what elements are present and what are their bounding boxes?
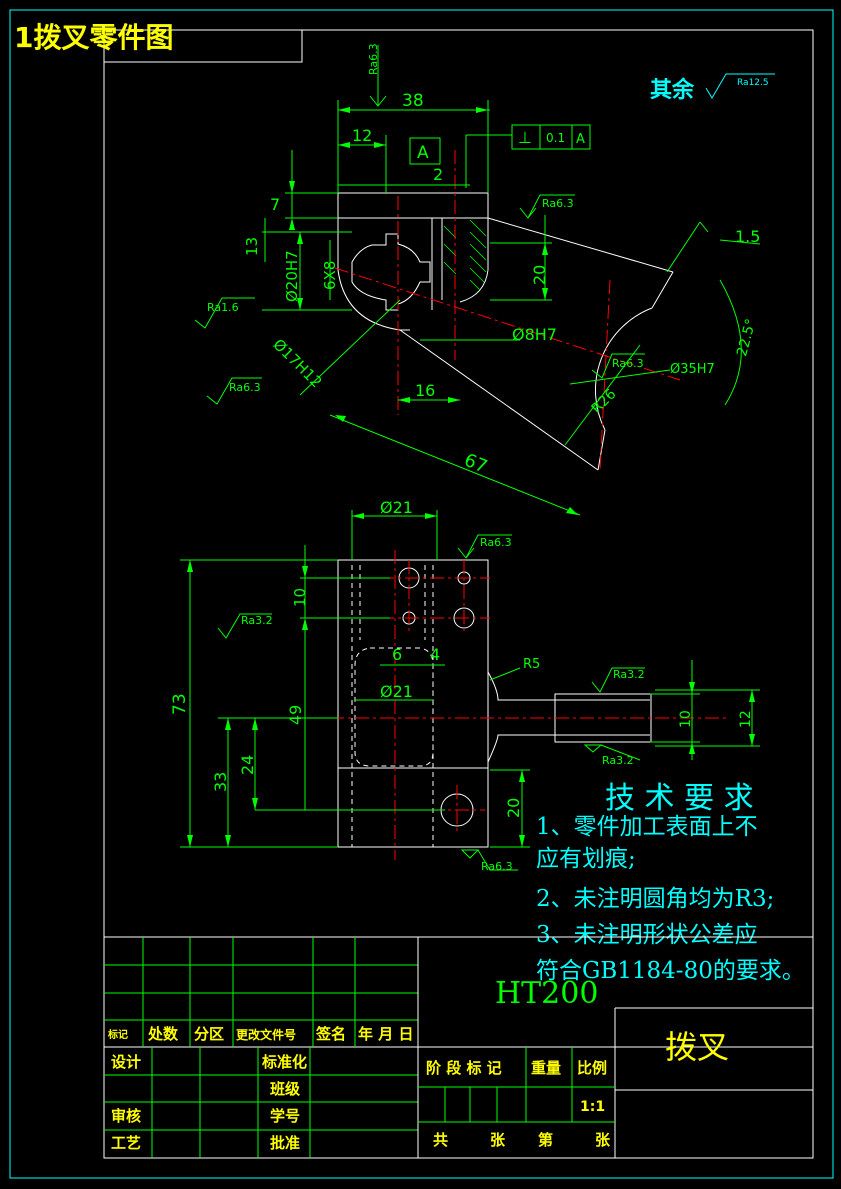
top-view-dimension-lines	[262, 100, 761, 516]
dim-20-front: 20	[504, 798, 523, 818]
label-class: 班级	[270, 1080, 301, 1098]
dim-21-bore: Ø21	[380, 682, 413, 701]
ra63-fork: Ra6.3	[612, 357, 644, 370]
label-review: 审核	[111, 1107, 141, 1125]
dim-20: 20	[530, 265, 549, 285]
front-arm	[487, 671, 650, 763]
material: HT200	[495, 976, 598, 1011]
front-roughness-symbols	[217, 534, 645, 871]
dim-6: 6	[392, 645, 402, 664]
front-roughness-texts: Ra6.3 Ra3.2 Ra3.2 Ra3.2 Ra6.3	[241, 536, 645, 873]
dim-10-holes: 10	[291, 588, 309, 607]
tolerance-datum: A	[576, 132, 585, 147]
label-standard: 标准化	[261, 1053, 307, 1071]
front-centerlines	[330, 550, 730, 860]
keyway-hole	[351, 233, 431, 311]
label-sheet-2: 张	[595, 1131, 611, 1149]
title-block-grid	[103, 936, 814, 1159]
ra32-shaft-bottom: Ra3.2	[602, 754, 634, 767]
dim-2: 2	[433, 165, 443, 184]
dim-73: 73	[170, 693, 190, 715]
datum-label: A	[417, 143, 429, 163]
label-date: 年 月 日	[358, 1025, 413, 1043]
outer-frame	[9, 9, 834, 1179]
tech-line-4: 3、未注明形状公差应	[536, 922, 758, 948]
ra32-front-left: Ra3.2	[241, 614, 273, 627]
label-process: 工艺	[111, 1134, 141, 1152]
ra63-front-bottom: Ra6.3	[481, 860, 513, 873]
dim-6x8: 6X8	[321, 261, 339, 290]
label-change-doc: 更改文件号	[236, 1027, 296, 1042]
tech-line-5: 符合GB1184-80的要求。	[536, 958, 805, 984]
label-mark: 标记	[107, 1028, 128, 1041]
tolerance-value: 0.1	[546, 131, 565, 145]
dim-35h7: Ø35H7	[670, 362, 715, 377]
dim-10-shaft: 10	[678, 710, 694, 728]
ra32-shaft-top: Ra3.2	[613, 668, 645, 681]
tech-line-2: 应有划痕;	[536, 846, 636, 872]
dim-49: 49	[286, 705, 305, 725]
label-student-no: 学号	[270, 1107, 300, 1125]
dim-33: 33	[211, 772, 230, 792]
dim-4: 4	[430, 645, 440, 664]
tech-title: 技 术 要 求	[605, 781, 754, 816]
label-weight: 重量	[531, 1059, 561, 1077]
tolerance-frame	[511, 124, 591, 150]
dim-12: 12	[352, 126, 372, 145]
label-scale: 比例	[577, 1059, 607, 1077]
drawing-title: 1拨叉零件图	[14, 21, 173, 54]
label-total: 共	[433, 1131, 448, 1149]
title-block-labels: 标记 处数 分区 更改文件号 签名 年 月 日 设计 标准化 班级 审核 学号 …	[107, 1025, 611, 1152]
datum-box	[409, 137, 441, 165]
arm-lower-edge	[399, 329, 599, 471]
dim-1-5: 1.5	[735, 227, 760, 246]
tech-line-1: 1、零件加工表面上不	[536, 814, 758, 840]
arm-upper-edge	[487, 217, 674, 273]
dim-16: 16	[415, 381, 435, 400]
ra63-top-face: Ra6.3	[542, 197, 574, 210]
top-view	[337, 192, 674, 471]
dim-24: 24	[238, 755, 257, 775]
part-name: 拨叉	[665, 1028, 729, 1066]
top-roughness-symbols	[194, 45, 645, 405]
front-view-labels: Ø21 10 6 4 Ø21 73 49 33 24 20 R5 10 12	[170, 498, 754, 818]
label-sheet-1: 张	[490, 1131, 506, 1149]
ra63-hole: Ra6.3	[229, 381, 261, 394]
front-arrows	[187, 513, 755, 847]
scale-value: 1:1	[580, 1099, 605, 1115]
ra63-top-boss: Ra6.3	[367, 43, 380, 75]
rest-roughness-symbol	[705, 73, 775, 99]
label-sign: 签名	[315, 1025, 346, 1043]
label-approve: 批准	[270, 1134, 300, 1152]
dim-r5: R5	[523, 657, 540, 672]
top-view-hatch	[443, 219, 487, 291]
dim-7: 7	[270, 195, 280, 214]
tolerance-symbol: ⊥	[518, 128, 532, 147]
label-zone: 分区	[194, 1025, 224, 1043]
dim-38: 38	[402, 91, 424, 111]
top-view-bore-outline	[337, 218, 489, 331]
label-count: 处数	[147, 1025, 179, 1043]
ra63-front-top: Ra6.3	[480, 536, 512, 549]
top-roughness-texts: Ra6.3 Ra6.3 Ra1.6 Ra6.3 Ra6.3	[207, 43, 644, 394]
label-design: 设计	[111, 1053, 141, 1071]
dim-13: 13	[243, 237, 261, 256]
dim-8h7: Ø8H7	[512, 325, 557, 344]
top-view-boss	[337, 192, 489, 219]
label-stage: 阶 段 标 记	[426, 1059, 502, 1077]
ra16-bore: Ra1.6	[207, 301, 239, 314]
rest-roughness-value: Ra12.5	[737, 78, 769, 88]
rest-label: 其余	[650, 77, 695, 103]
dim-20h7: Ø20H7	[283, 250, 301, 302]
front-body	[337, 559, 489, 848]
tech-requirements: 技 术 要 求 1、零件加工表面上不 应有划痕; 2、未注明圆角均为R3; 3、…	[536, 781, 805, 984]
title-box	[104, 30, 303, 63]
fork-arc	[595, 307, 653, 431]
tech-line-3: 2、未注明圆角均为R3;	[536, 886, 774, 912]
dim-12-shaft: 12	[738, 710, 754, 728]
top-view-arrows	[289, 107, 578, 515]
label-number: 第	[538, 1131, 553, 1149]
dim-21-top: Ø21	[380, 498, 413, 517]
